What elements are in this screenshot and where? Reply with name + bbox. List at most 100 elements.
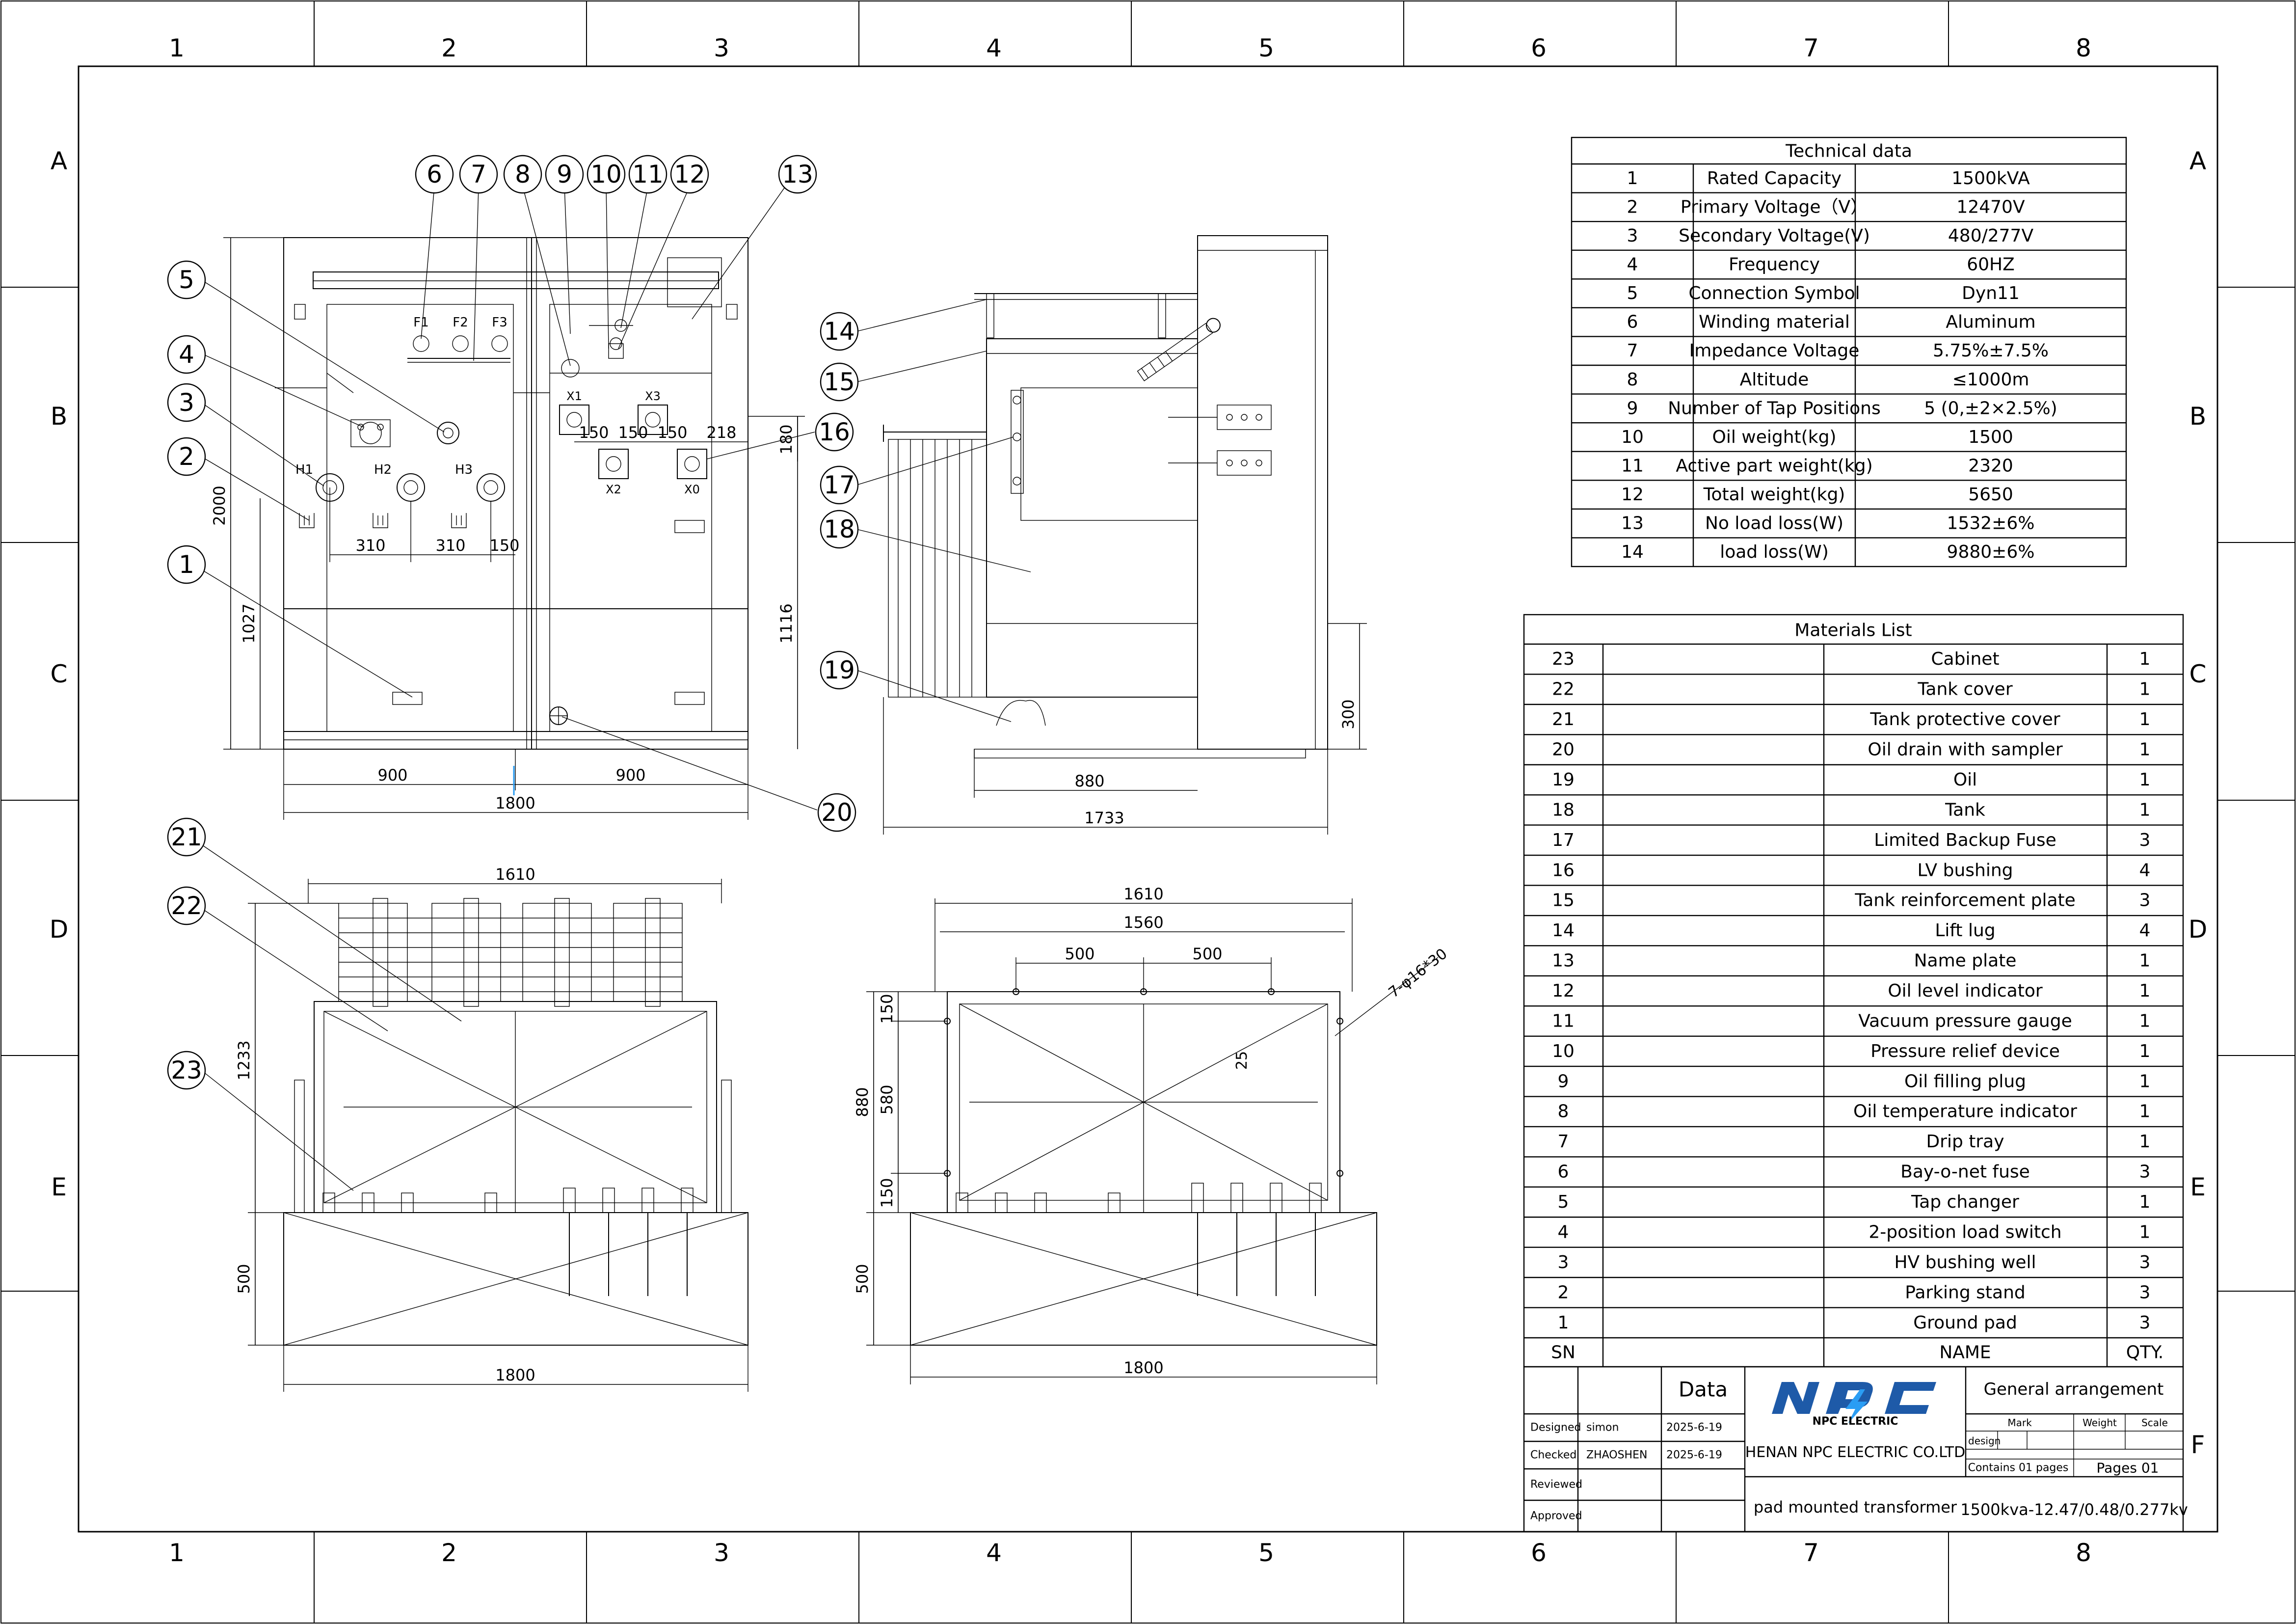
materials-row-sn: 23 [1552,649,1575,669]
tech-row-param: Secondary Voltage(V) [1679,226,1870,246]
tech-row-param: Winding material [1699,312,1850,332]
svg-text:19: 19 [824,656,855,684]
tech-row-no: 10 [1621,427,1644,447]
column-labels-top: 1 2 3 4 5 6 7 8 [169,34,2091,62]
tech-row-param: Connection Symbol [1688,283,1860,303]
bottom-right-view: 1610 1560 500 500 7-φ16*30 25 880 150 58… [853,885,1451,1384]
materials-row-sn: 7 [1558,1132,1569,1152]
callout-19: 19 [820,650,859,690]
col-label: 5 [1258,34,1274,62]
logo-subtitle: NPC ELECTRIC [1813,1415,1898,1428]
svg-text:21: 21 [171,823,202,851]
tech-row-no: 3 [1627,226,1638,246]
drawing-title: General arrangement [1984,1380,2164,1399]
tech-row-param: load loss(W) [1720,542,1829,562]
row-label: F [2191,1431,2205,1459]
role-checked: Checked [1530,1449,1576,1462]
callout-14: 14 [820,312,859,351]
checked-by: ZHAOSHEN [1586,1449,1647,1462]
dim-label: 150 [489,536,519,555]
tech-row-no: 7 [1627,341,1638,361]
bushing-row-right [956,1183,1322,1296]
materials-row-name: HV bushing well [1894,1252,2036,1272]
dim-label: 150 [618,423,648,442]
callout-17: 17 [820,465,859,505]
materials-row-qty: 3 [2139,1162,2151,1182]
materials-row-name: Lift lug [1935,920,1995,941]
lv-label: X2 [606,483,621,496]
tech-row-no: 9 [1627,398,1638,418]
svg-text:22: 22 [171,892,202,920]
tech-row-param: Primary Voltage（V） [1681,197,1868,217]
materials-row-sn: 15 [1552,891,1575,911]
materials-row-sn: 22 [1552,679,1575,700]
svg-text:3: 3 [179,388,194,417]
col-label: 8 [2076,1539,2091,1567]
tech-row-value: 1532±6% [1947,514,2035,534]
callout-11: 11 [628,155,667,194]
tech-row-no: 12 [1621,485,1644,505]
materials-row-name: Oil filling plug [1904,1071,2026,1091]
row-label: A [2189,147,2206,175]
callout-18: 18 [820,510,859,549]
materials-row-sn: 21 [1552,709,1575,730]
materials-row-name: Tap changer [1911,1192,2019,1212]
tech-row-no: 6 [1627,312,1638,332]
svg-text:10: 10 [590,160,622,189]
materials-row-sn: 18 [1552,800,1575,820]
dim-label: 150 [878,1178,896,1208]
fuse-label: F3 [492,315,507,330]
materials-row-qty: 1 [2139,679,2151,700]
svg-text:2: 2 [179,442,194,471]
column-labels-bottom: 1 2 3 4 5 6 7 8 [169,1539,2091,1567]
data-label: Data [1679,1378,1728,1402]
tech-row-value: 12470V [1956,197,2025,217]
materials-row-qty: 1 [2139,1041,2151,1061]
callout-20: 20 [817,793,856,832]
materials-row-sn: 9 [1558,1071,1569,1091]
materials-list-title: Materials List [1794,621,1912,641]
callout-6: 6 [415,155,454,194]
tech-row-value: 2320 [1968,456,2013,476]
materials-row-sn: 4 [1558,1222,1569,1242]
bottom-left-view: 1610 1233 500 1800 [201,844,748,1392]
pages: Pages 01 [2097,1460,2159,1476]
svg-text:4: 4 [179,340,194,369]
tech-row-value: 5.75%±7.5% [1933,341,2049,361]
dim-label: 25 [1233,1051,1251,1070]
row-label: D [2189,915,2208,944]
col-label: 4 [986,34,1002,62]
radiator-bank [338,898,683,1007]
checked-date: 2025-6-19 [1666,1449,1722,1462]
tech-row-no: 13 [1621,514,1644,534]
dim-label: 1610 [1123,885,1163,903]
tech-row-value: Dyn11 [1962,283,2020,303]
callout-9: 9 [545,155,584,194]
hv-label: H2 [374,462,392,477]
materials-row-name: Oil level indicator [1888,981,2042,1001]
materials-row-sn: 2 [1558,1282,1569,1302]
materials-row-sn: 5 [1558,1192,1569,1212]
materials-row-name: Vacuum pressure gauge [1858,1011,2072,1031]
callout-4: 4 [167,335,206,374]
dim-label: 150 [579,423,609,442]
fuse-label: F2 [453,315,468,330]
dim-label: 218 [706,423,736,442]
svg-text:13: 13 [782,160,813,189]
materials-row-qty: 1 [2139,1192,2151,1212]
tech-row-param: Active part weight(kg) [1676,456,1872,476]
hv-elbow-icon [1137,318,1221,381]
materials-row-sn: 16 [1552,860,1575,880]
callout-23: 23 [167,1051,206,1090]
callout-7: 7 [459,155,498,194]
side-callouts: 14 15 17 18 19 [820,312,859,690]
contains-pages: Contains 01 pages [1968,1462,2069,1474]
materials-row-qty: 1 [2139,1071,2151,1091]
tech-row-no: 1 [1627,168,1638,189]
designed-by: simon [1586,1422,1619,1434]
tech-row-param: No load loss(W) [1705,514,1843,534]
col-label: 1 [169,34,185,62]
col-label: 8 [2076,34,2091,62]
callout-8: 8 [503,155,542,194]
svg-text:18: 18 [824,515,855,543]
